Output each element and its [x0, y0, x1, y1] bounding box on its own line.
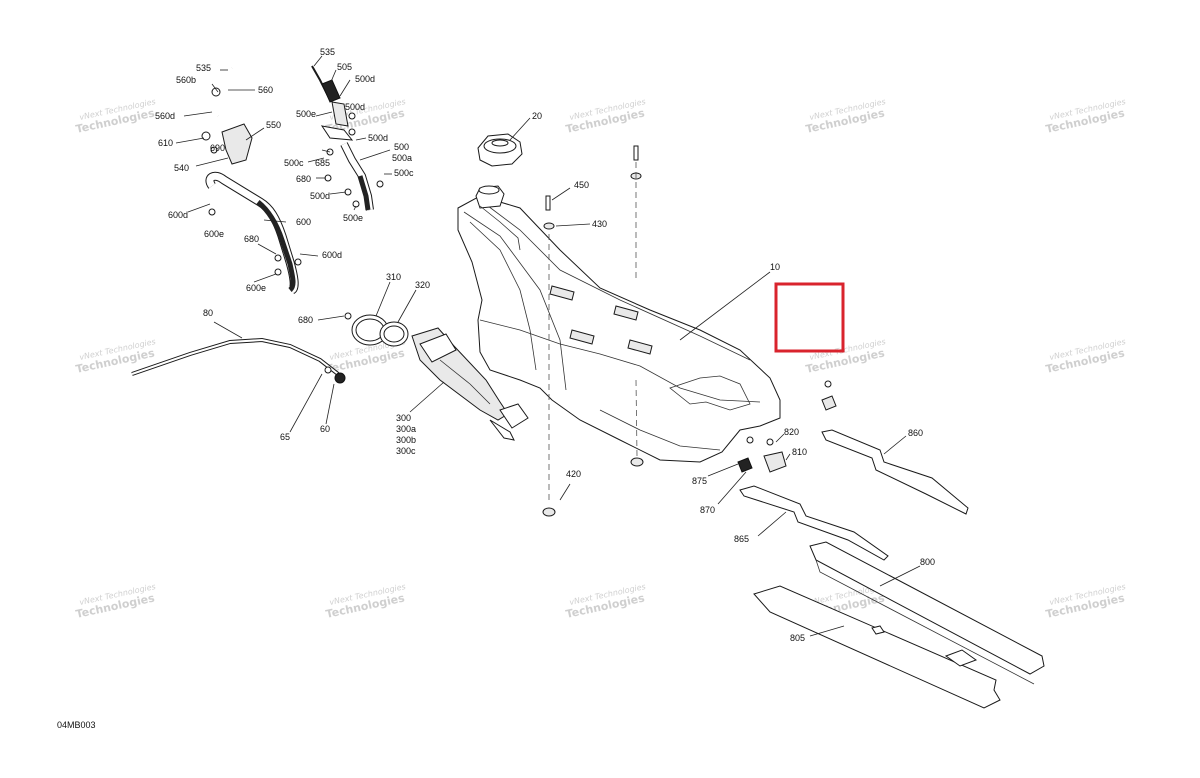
vent-hose-assembly-center [311, 65, 384, 211]
callout-300b: 300b [396, 435, 416, 445]
tank-strap-lower [739, 485, 889, 561]
vent-hose-assembly-left [201, 64, 302, 295]
watermark: vNext Technologies Technologies [1045, 582, 1127, 621]
callout-865: 865 [734, 534, 749, 544]
callout-500d: 500d [355, 74, 375, 84]
highlight-box [774, 282, 845, 353]
callout-labels: 535 560b 560 560d 550 610 690 540 600d 6… [155, 47, 935, 643]
callout-800: 800 [920, 557, 935, 567]
callout-690: 690 [210, 143, 225, 153]
callout-600: 600 [296, 217, 311, 227]
mounting-hardware [737, 380, 837, 473]
watermark: vNext Technologies Technologies [325, 582, 407, 621]
fuel-line [131, 312, 352, 384]
fuel-tank [457, 185, 781, 463]
callout-505: 505 [337, 62, 352, 72]
callout-500: 500 [394, 142, 409, 152]
tank-pad-upper [809, 541, 1045, 685]
callout-600d-lower: 600d [322, 250, 342, 260]
callout-805: 805 [790, 633, 805, 643]
watermark: vNext Technologies Technologies [1045, 97, 1127, 136]
callout-540: 540 [174, 163, 189, 173]
callout-810: 810 [792, 447, 807, 457]
callout-60: 60 [320, 424, 330, 434]
callout-535-center: 535 [320, 47, 335, 57]
callout-500e-b: 500e [343, 213, 363, 223]
callout-500d-d: 500d [310, 191, 330, 201]
callout-680-center: 680 [296, 174, 311, 184]
fuel-pump [351, 314, 529, 441]
callout-300a: 300a [396, 424, 416, 434]
callout-300c: 300c [396, 446, 416, 456]
watermark: vNext Technologies Technologies [75, 97, 157, 136]
callout-500e: 500e [296, 109, 316, 119]
callout-500d-c: 500d [368, 133, 388, 143]
callout-600e-lower: 600e [246, 283, 266, 293]
tank-pad-lower [753, 585, 1001, 709]
callout-875: 875 [692, 476, 707, 486]
callout-65: 65 [280, 432, 290, 442]
callout-10: 10 [770, 262, 780, 272]
callout-870: 870 [700, 505, 715, 515]
watermark: vNext Technologies Technologies [75, 582, 157, 621]
diagram-code: 04MB003 [57, 720, 96, 730]
tank-strap-upper [821, 429, 969, 515]
callout-820: 820 [784, 427, 799, 437]
callout-450: 450 [574, 180, 589, 190]
callout-600e: 600e [204, 229, 224, 239]
callout-680: 680 [244, 234, 259, 244]
tank-mounting-bolts [542, 145, 644, 517]
callout-680-pump: 680 [298, 315, 313, 325]
callout-535: 535 [196, 63, 211, 73]
callout-610: 610 [158, 138, 173, 148]
callout-500d-b: 500d [345, 102, 365, 112]
watermark: vNext Technologies Technologies [565, 582, 647, 621]
callout-600d: 600d [168, 210, 188, 220]
callout-560: 560 [258, 85, 273, 95]
callout-300: 300 [396, 413, 411, 423]
callout-310: 310 [386, 272, 401, 282]
callout-430: 430 [592, 219, 607, 229]
callout-685: 685 [315, 158, 330, 168]
callout-560d: 560d [155, 111, 175, 121]
callout-560b: 560b [176, 75, 196, 85]
callout-320: 320 [415, 280, 430, 290]
watermark: vNext Technologies Technologies [1045, 337, 1127, 376]
fuel-cap [477, 133, 523, 167]
callout-20: 20 [532, 111, 542, 121]
leader-lines [175, 55, 921, 637]
callout-500a: 500a [392, 153, 412, 163]
watermark: vNext Technologies Technologies [805, 337, 887, 376]
watermark: vNext Technologies Technologies [565, 97, 647, 136]
callout-550: 550 [266, 120, 281, 130]
callout-860: 860 [908, 428, 923, 438]
callout-500c-b: 500c [394, 168, 414, 178]
watermark: vNext Technologies Technologies [805, 97, 887, 136]
callout-500c: 500c [284, 158, 304, 168]
callout-80: 80 [203, 308, 213, 318]
callout-420: 420 [566, 469, 581, 479]
